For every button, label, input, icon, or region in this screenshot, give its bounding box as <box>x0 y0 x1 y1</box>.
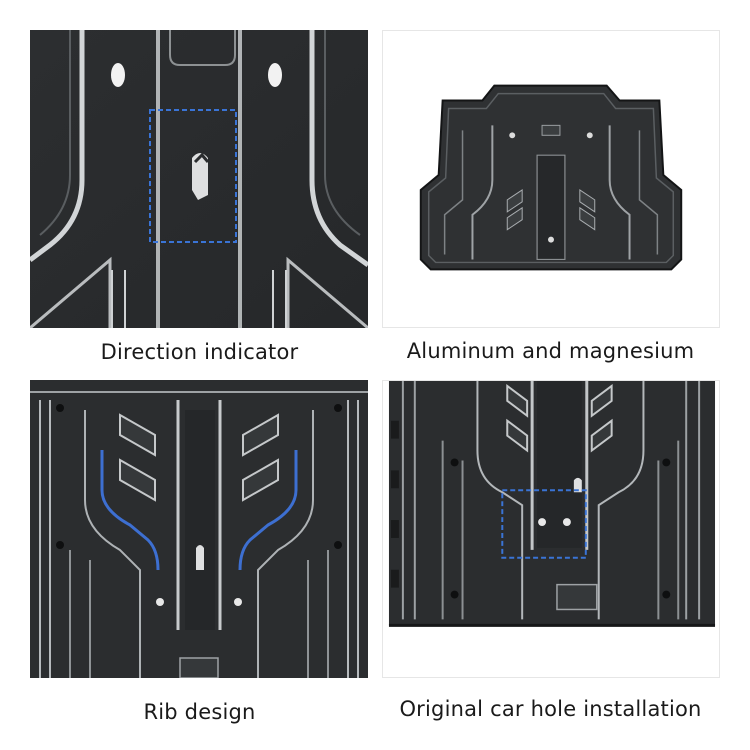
caption-rib-design: Rib design <box>143 700 256 724</box>
car-hole-installation-photo <box>382 380 720 678</box>
caption-aluminum-magnesium: Aluminum and magnesium <box>406 339 695 363</box>
caption-car-hole-installation: Original car hole installation <box>399 697 702 721</box>
direction-indicator-photo <box>30 30 368 328</box>
caption-direction-indicator: Direction indicator <box>100 340 299 364</box>
rib-design-photo <box>30 380 368 678</box>
skid-plate-product-photo <box>382 30 720 328</box>
